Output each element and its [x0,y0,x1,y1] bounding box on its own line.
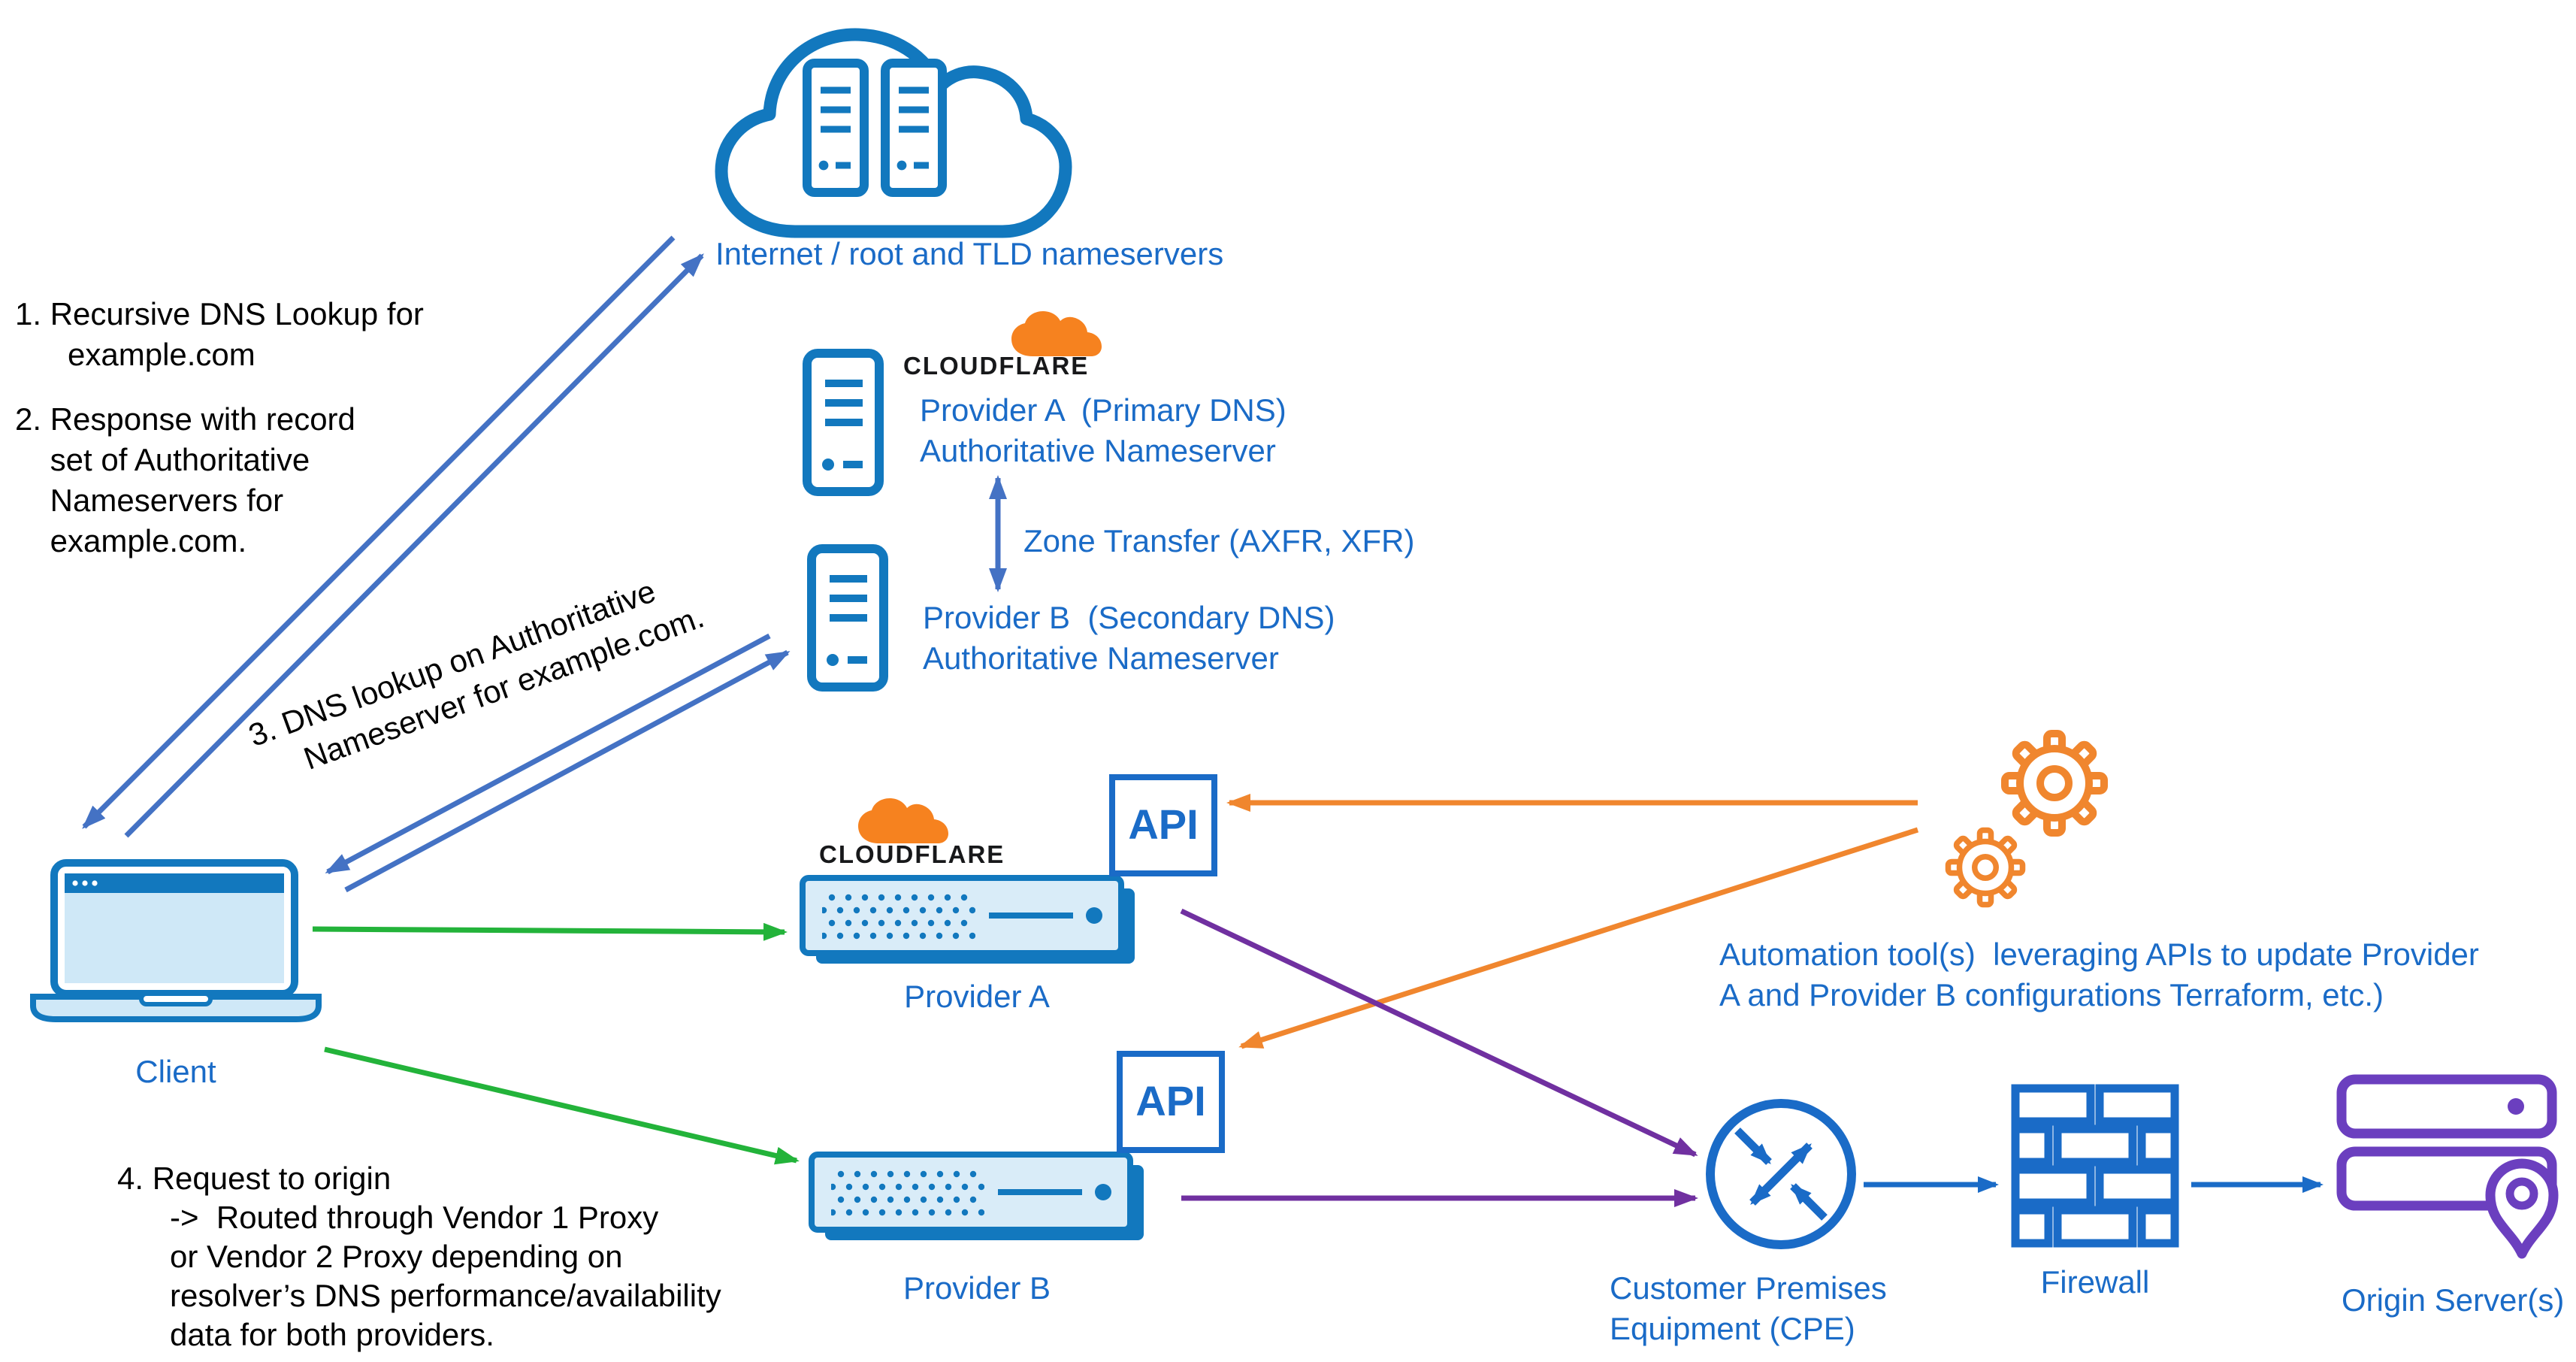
api-box-provider-b: API [1117,1051,1225,1153]
client-laptop-icon [30,859,322,1022]
root-nameserver-rack-icon [807,63,864,192]
tld-nameserver-rack-icon [885,63,942,192]
internet-cloud-icon [715,28,1072,238]
provider-a-nameserver-icon [807,353,879,492]
provider-a-ns-label: Provider A (Primary DNS) Authoritative N… [920,394,1286,469]
origin-label: Origin Server(s) [2342,1284,2565,1318]
cpe-router-icon [1706,1099,1856,1249]
proxy-a-appliance-icon [803,878,1135,964]
arrow-auth-lookup [344,649,791,893]
automation-gears-icon [1949,734,2105,905]
cloudflare-logo-icon-a [1011,311,1102,356]
client-label: Client [135,1055,216,1090]
automation-label: Automation tool(s) leveraging APIs to up… [1719,938,2479,1013]
arrow-ns-response [82,235,676,829]
firewall-label: Firewall [2040,1266,2150,1300]
cloudflare-wordmark-b: CLOUDFLARE [819,842,1005,869]
arrow-auth-response [325,633,771,875]
firewall-icon [2011,1084,2179,1248]
cloudflare-logo-icon-b [858,798,948,843]
step1-annotation: 1. Recursive DNS Lookup for example.com [15,298,424,373]
internet-label: Internet / root and TLD nameservers [715,238,1224,272]
step2-annotation: 2. Response with record set of Authorita… [15,403,355,559]
proxy-b-appliance-icon [812,1155,1144,1240]
arrow-client-proxy-a [312,922,788,941]
origin-servers-icon [2336,1074,2559,1259]
provider-b-nameserver-icon [812,549,884,687]
cloudflare-wordmark-a: CLOUDFLARE [903,353,1090,380]
cpe-label: Customer Premises Equipment (CPE) [1610,1272,1887,1347]
proxy-b-label: Provider B [903,1272,1051,1306]
provider-b-ns-label: Provider B (Secondary DNS) Authoritative… [923,601,1335,676]
arrow-automation-api-b [1238,827,1919,1049]
arrow-client-proxy-b [324,1046,800,1165]
location-pin-icon [2485,1158,2559,1259]
arrow-proxy-a-cpe [1180,908,1698,1158]
step4-annotation: 4. Request to origin -> Routed through V… [117,1162,721,1353]
arrow-recursive-lookup [124,253,704,838]
proxy-a-label: Provider A [904,980,1050,1015]
zone-transfer-label: Zone Transfer (AXFR, XFR) [1023,525,1415,559]
api-box-provider-a: API [1109,774,1217,876]
